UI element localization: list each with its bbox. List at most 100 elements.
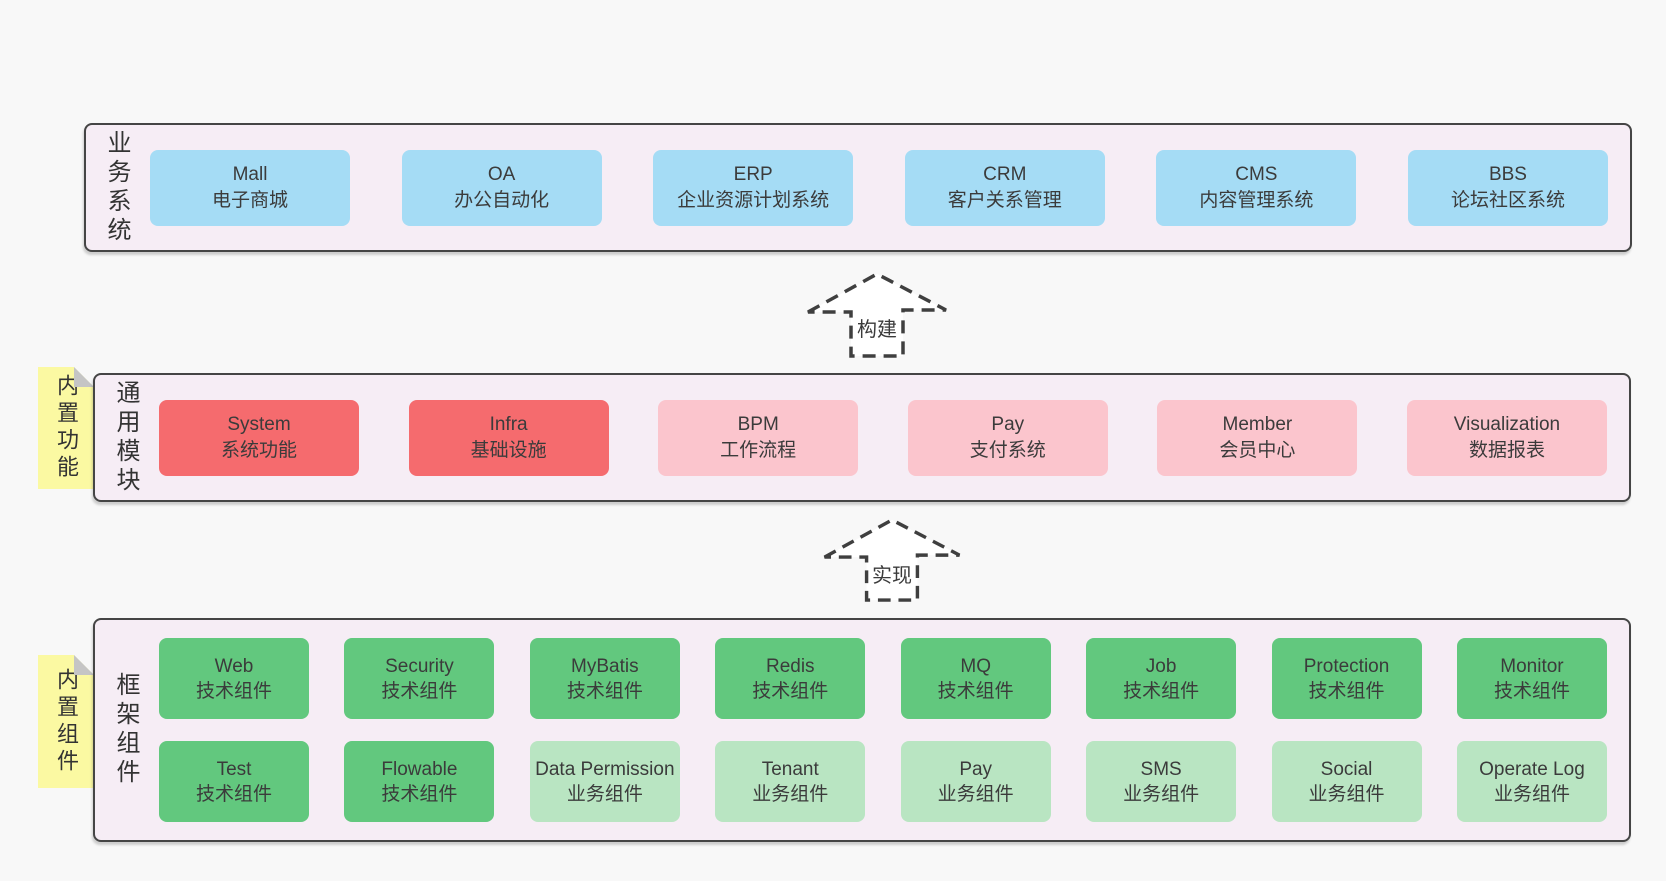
box-title-en: SMS xyxy=(1140,758,1182,780)
box-flowable: Flowable 技术组件 xyxy=(344,741,495,822)
implement-arrow-label: 实现 xyxy=(872,565,912,587)
box-title-zh: 工作流程 xyxy=(720,439,797,461)
box-test: Test 技术组件 xyxy=(159,741,309,822)
box-title-en: Monitor xyxy=(1500,655,1564,677)
box-social: Social 业务组件 xyxy=(1271,741,1422,822)
box-erp: ERP 企业资源计划系统 xyxy=(653,149,854,226)
framework-row-2: Test 技术组件 Flowable 技术组件 Data Permission … xyxy=(159,741,1607,822)
box-system: System 系统功能 xyxy=(159,399,359,476)
box-mq: MQ 技术组件 xyxy=(900,638,1051,719)
box-title-zh: 业务组件 xyxy=(1493,783,1570,805)
box-title-en: Operate Log xyxy=(1479,758,1585,780)
box-bpm: BPM 工作流程 xyxy=(658,399,859,476)
box-title-en: Visualization xyxy=(1453,413,1561,435)
box-title-en: Web xyxy=(214,655,254,677)
box-title-en: BPM xyxy=(737,413,779,435)
box-oa: OA 办公自动化 xyxy=(401,149,602,226)
box-crm: CRM 客户关系管理 xyxy=(904,149,1105,226)
builtin-components-note-label: 内置组件 xyxy=(54,667,79,776)
box-title-zh: 技术组件 xyxy=(1308,680,1385,702)
box-member: Member 会员中心 xyxy=(1157,399,1358,476)
box-title-zh: 支付系统 xyxy=(969,439,1046,461)
build-arrow-label: 构建 xyxy=(857,319,897,341)
box-title-zh: 电子商城 xyxy=(211,189,288,211)
common-modules-label: 通用模块 xyxy=(112,379,139,496)
box-infra: Infra 基础设施 xyxy=(408,399,609,476)
box-pay-module: Pay 支付系统 xyxy=(907,399,1108,476)
box-title-zh: 企业资源计划系统 xyxy=(677,189,830,211)
box-cms: CMS 内容管理系统 xyxy=(1156,149,1357,226)
box-title-zh: 业务组件 xyxy=(1123,783,1200,805)
box-title-zh: 办公自动化 xyxy=(454,189,550,211)
builtin-features-note-label: 内置功能 xyxy=(54,374,79,482)
box-title-en: System xyxy=(227,413,291,435)
common-modules-panel: 通用模块 System 系统功能 Infra 基础设施 BPM 工作流程 Pay… xyxy=(93,373,1631,502)
box-title-zh: 业务组件 xyxy=(1308,783,1385,805)
box-title-zh: 论坛社区系统 xyxy=(1450,189,1565,211)
box-bbs: BBS 论坛社区系统 xyxy=(1407,149,1608,226)
box-title-en: Tenant xyxy=(761,758,819,780)
box-title-en: Social xyxy=(1320,758,1373,780)
implement-arrow: 实现 xyxy=(820,517,964,604)
builtin-features-note: 内置功能 xyxy=(38,367,94,489)
framework-components-label: 框架组件 xyxy=(112,672,139,788)
box-job: Job 技术组件 xyxy=(1086,638,1237,719)
box-visualization: Visualization 数据报表 xyxy=(1406,399,1607,476)
box-title-en: CMS xyxy=(1235,163,1278,185)
framework-components-grid: Web 技术组件 Security 技术组件 MyBatis 技术组件 Redi… xyxy=(159,638,1607,822)
box-title-en: Flowable xyxy=(381,758,458,780)
box-title-en: Security xyxy=(385,655,454,677)
box-mybatis: MyBatis 技术组件 xyxy=(529,638,680,719)
box-title-en: Redis xyxy=(765,655,815,677)
box-title-zh: 技术组件 xyxy=(1493,680,1570,702)
box-monitor: Monitor 技术组件 xyxy=(1456,638,1607,719)
box-title-en: Pay xyxy=(959,758,993,780)
box-title-zh: 技术组件 xyxy=(195,783,272,805)
box-title-zh: 业务组件 xyxy=(566,783,643,805)
box-title-zh: 基础设施 xyxy=(470,439,547,461)
box-title-zh: 数据报表 xyxy=(1468,439,1545,461)
box-title-en: Mall xyxy=(232,163,268,185)
box-title-zh: 客户关系管理 xyxy=(947,189,1062,211)
box-title-en: Job xyxy=(1145,655,1177,677)
box-title-en: Protection xyxy=(1303,655,1390,677)
box-redis: Redis 技术组件 xyxy=(715,638,866,719)
box-title-zh: 技术组件 xyxy=(752,680,829,702)
box-title-zh: 技术组件 xyxy=(381,783,458,805)
framework-row-1: Web 技术组件 Security 技术组件 MyBatis 技术组件 Redi… xyxy=(159,638,1607,719)
box-mall: Mall 电子商城 xyxy=(150,149,350,226)
framework-components-panel: 框架组件 Web 技术组件 Security 技术组件 MyBatis 技术组件… xyxy=(93,618,1631,842)
box-title-zh: 会员中心 xyxy=(1219,439,1296,461)
box-web: Web 技术组件 xyxy=(159,638,309,719)
box-title-en: OA xyxy=(487,163,516,185)
box-title-zh: 系统功能 xyxy=(220,439,297,461)
common-modules-row: System 系统功能 Infra 基础设施 BPM 工作流程 Pay 支付系统… xyxy=(159,399,1607,476)
box-data-permission: Data Permission 业务组件 xyxy=(529,741,680,822)
builtin-components-note: 内置组件 xyxy=(38,655,94,788)
build-arrow: 构建 xyxy=(805,271,949,360)
business-systems-row: Mall 电子商城 OA 办公自动化 ERP 企业资源计划系统 CRM 客户关系… xyxy=(150,149,1608,226)
box-operate-log: Operate Log 业务组件 xyxy=(1456,741,1607,822)
box-title-zh: 技术组件 xyxy=(1123,680,1200,702)
box-title-en: Pay xyxy=(991,413,1025,435)
box-pay-component: Pay 业务组件 xyxy=(900,741,1051,822)
box-sms: SMS 业务组件 xyxy=(1086,741,1237,822)
box-security: Security 技术组件 xyxy=(344,638,495,719)
box-title-zh: 内容管理系统 xyxy=(1199,189,1314,211)
box-title-en: ERP xyxy=(733,163,773,185)
box-title-zh: 技术组件 xyxy=(937,680,1014,702)
box-tenant: Tenant 业务组件 xyxy=(715,741,866,822)
box-title-en: Infra xyxy=(489,413,528,435)
up-arrow-icon xyxy=(807,272,947,358)
box-title-zh: 技术组件 xyxy=(566,680,643,702)
business-systems-label: 业务系统 xyxy=(103,129,130,246)
box-title-zh: 业务组件 xyxy=(937,783,1014,805)
box-title-en: Test xyxy=(216,758,252,780)
box-title-zh: 业务组件 xyxy=(752,783,829,805)
business-systems-panel: 业务系统 Mall 电子商城 OA 办公自动化 ERP 企业资源计划系统 CRM… xyxy=(84,123,1632,252)
box-title-en: BBS xyxy=(1488,163,1527,185)
box-title-en: Member xyxy=(1222,413,1293,435)
box-title-zh: 技术组件 xyxy=(195,680,272,702)
box-protection: Protection 技术组件 xyxy=(1271,638,1422,719)
